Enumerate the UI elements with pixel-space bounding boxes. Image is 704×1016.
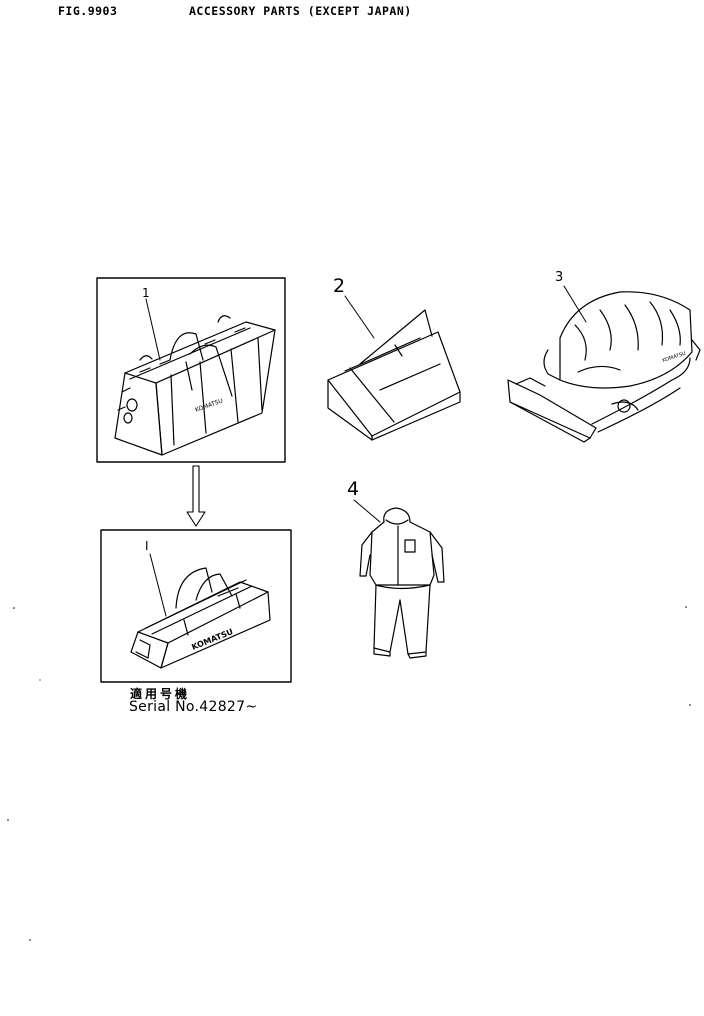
callout-item-2: 2 [333, 275, 346, 297]
callout-item-1-upper: 1 [142, 286, 150, 300]
leader-line-1a [145, 298, 161, 361]
tool-bag-old-panel [96, 277, 286, 463]
scan-specks [7, 606, 691, 941]
down-arrow-icon [186, 465, 206, 527]
tool-bag-new-panel [100, 529, 292, 683]
figure-number: FIG.9903 [58, 4, 118, 18]
cardboard-box [327, 309, 461, 441]
serial-number-range: Serial No.42827~ [129, 699, 258, 715]
bag-brand-large: KOMATSU [190, 627, 234, 652]
callout-item-4: 4 [347, 478, 360, 500]
leader-line-4 [353, 499, 381, 523]
machine-cover-bulldozer [507, 291, 701, 443]
figure-title: ACCESSORY PARTS (EXCEPT JAPAN) [189, 4, 412, 18]
bag-brand-small: KOMATSU [194, 397, 224, 414]
leader-line-3 [563, 285, 587, 323]
applicability-label-jp: 適用号機 [130, 687, 191, 701]
callout-item-3: 3 [555, 270, 564, 285]
leader-line-1b [149, 553, 167, 617]
cover-brand-small: KOMATSU [662, 351, 687, 364]
coverall-suit [359, 507, 445, 659]
callout-item-1-lower: I [145, 539, 149, 553]
leader-line-2 [344, 295, 375, 339]
